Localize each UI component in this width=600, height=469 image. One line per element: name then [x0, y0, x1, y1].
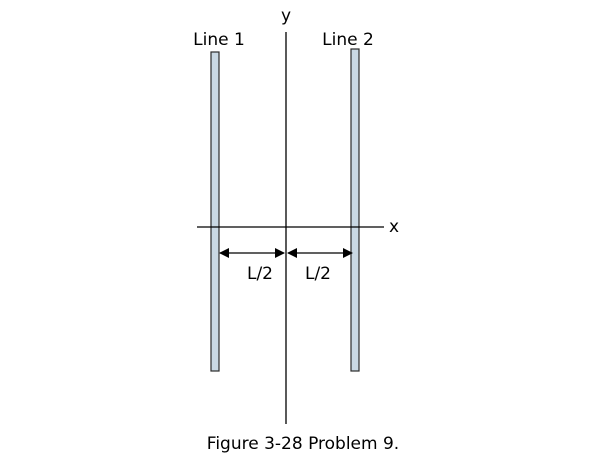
- line-1-label: Line 1: [193, 30, 245, 50]
- y-axis-label: y: [281, 6, 291, 26]
- dimension-label-left: L/2: [247, 264, 273, 284]
- line-2-label: Line 2: [322, 30, 374, 50]
- line-2-rod: [350, 48, 360, 372]
- figure-caption: Figure 3-28 Problem 9.: [207, 434, 399, 454]
- x-axis-label: x: [389, 217, 399, 237]
- dimension-label-right: L/2: [305, 264, 331, 284]
- line-1-rod: [210, 51, 220, 372]
